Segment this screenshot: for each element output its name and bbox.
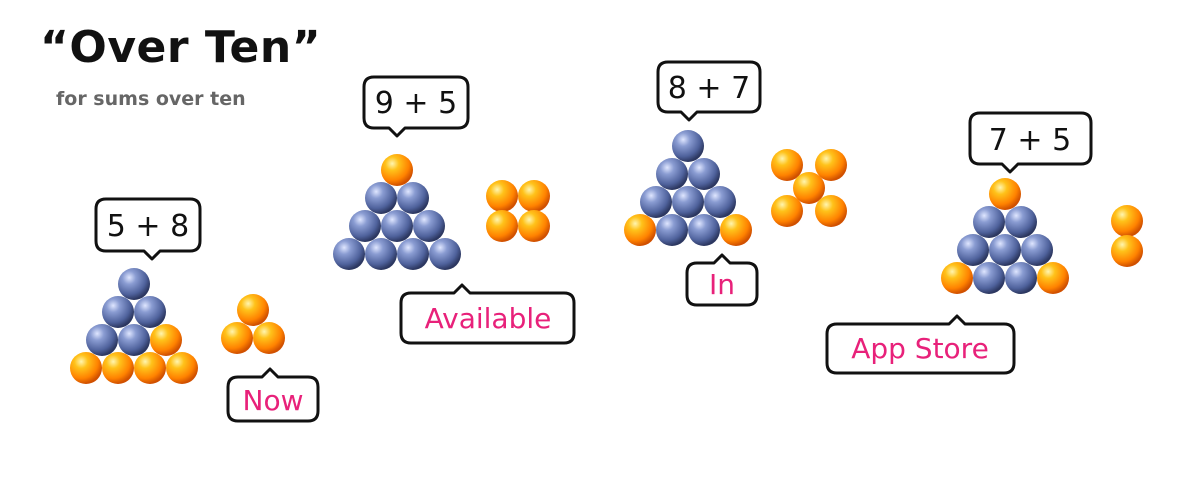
extra-balls-3 [771,149,847,227]
blue-ball [973,206,1005,238]
label-text: App Store [851,332,989,365]
blue-ball [333,238,365,270]
ball-pile-1 [70,268,198,384]
orange-ball [771,149,803,181]
extra-balls-4 [1111,205,1143,267]
sum-bubble-3: 8 + 7 [656,60,762,122]
orange-ball [624,214,656,246]
blue-ball [429,238,461,270]
orange-ball [1037,262,1069,294]
blue-ball [118,324,150,356]
label-text: Now [243,384,304,417]
blue-ball [397,182,429,214]
orange-ball [486,210,518,242]
page-title: “Over Ten” [40,22,322,73]
sum-text: 9 + 5 [375,86,457,121]
sum-group-2: 9 + 5 Available [333,75,576,345]
ball-pile-3 [624,130,752,246]
label-bubble-now: Now [226,367,320,423]
ball-pile-2 [333,154,461,270]
orange-ball [815,195,847,227]
orange-ball [253,322,285,354]
orange-ball [518,180,550,212]
orange-ball [102,352,134,384]
sum-group-4: 7 + 5 App Store [825,111,1143,375]
extra-balls-2 [486,180,550,242]
label-bubble-available: Available [399,283,576,345]
blue-ball [973,262,1005,294]
blue-ball [989,234,1021,266]
blue-ball [397,238,429,270]
orange-ball [134,352,166,384]
orange-ball [941,262,973,294]
blue-ball [365,182,397,214]
sum-bubble-4: 7 + 5 [968,111,1093,174]
orange-ball [150,324,182,356]
label-text: In [709,268,735,301]
blue-ball [1005,262,1037,294]
ball-pile-4 [941,178,1069,294]
sum-group-3: 8 + 7 In [624,60,847,307]
blue-ball [688,214,720,246]
blue-ball [381,210,413,242]
sum-bubble-2: 9 + 5 [362,75,470,138]
orange-ball [793,172,825,204]
orange-ball [815,149,847,181]
blue-ball [688,158,720,190]
label-text: Available [425,302,552,335]
orange-ball [221,322,253,354]
orange-ball [518,210,550,242]
blue-ball [349,210,381,242]
orange-ball [720,214,752,246]
orange-ball [381,154,413,186]
orange-ball [1111,205,1143,237]
orange-ball [486,180,518,212]
sum-bubble-1: 5 + 8 [94,197,202,261]
orange-ball [70,352,102,384]
blue-ball [704,186,736,218]
blue-ball [365,238,397,270]
blue-ball [102,296,134,328]
extra-balls-1 [221,294,285,354]
label-bubble-in: In [685,253,759,307]
orange-ball [166,352,198,384]
blue-ball [86,324,118,356]
sum-group-1: 5 + 8 Now [70,197,320,423]
blue-ball [640,186,672,218]
sum-text: 5 + 8 [107,209,189,244]
orange-ball [771,195,803,227]
orange-ball [237,294,269,326]
blue-ball [134,296,166,328]
orange-ball [1111,235,1143,267]
sum-text: 7 + 5 [989,123,1071,158]
blue-ball [656,158,688,190]
blue-ball [118,268,150,300]
blue-ball [1005,206,1037,238]
orange-ball [989,178,1021,210]
blue-ball [656,214,688,246]
blue-ball [413,210,445,242]
blue-ball [957,234,989,266]
sum-text: 8 + 7 [668,71,750,106]
blue-ball [1021,234,1053,266]
blue-ball [672,130,704,162]
blue-ball [672,186,704,218]
label-bubble-app-store: App Store [825,314,1016,375]
page-subtitle: for sums over ten [56,88,246,110]
